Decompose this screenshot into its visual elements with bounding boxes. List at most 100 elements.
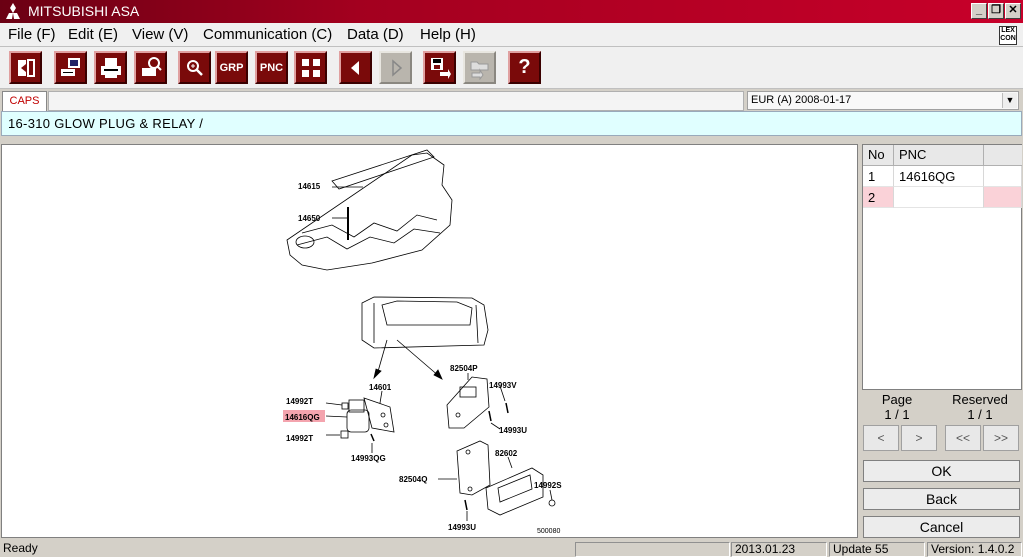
label-14616QG[interactable]: 14616QG — [285, 413, 320, 422]
grid-view-button[interactable] — [294, 51, 327, 84]
row-pnc — [894, 187, 984, 208]
print-screen-button[interactable] — [54, 51, 87, 84]
arrow-head-left — [373, 368, 382, 380]
label-14993U-a[interactable]: 14993U — [499, 426, 527, 435]
print-preview-icon — [141, 56, 162, 76]
menu-file[interactable]: File (F) — [8, 26, 56, 43]
prev-page-button[interactable]: < — [863, 425, 899, 451]
bracket-82504Q-bolt — [467, 486, 473, 492]
close-button[interactable]: ✕ — [1005, 3, 1021, 19]
print-preview-button[interactable] — [134, 51, 167, 84]
label-14615[interactable]: 14615 — [298, 182, 321, 191]
print-button[interactable] — [94, 51, 127, 84]
row-pnc: 14616QG — [894, 166, 984, 187]
save-to-list-button[interactable] — [423, 51, 456, 84]
chevron-down-icon[interactable]: ▼ — [1002, 93, 1017, 108]
column-header-pnc[interactable]: PNC — [894, 145, 984, 166]
relay-bracket-14601 — [363, 397, 395, 433]
restore-button[interactable]: ❐ — [988, 3, 1004, 19]
page-label: Page — [881, 392, 913, 407]
exit-button[interactable] — [9, 51, 42, 84]
pnc-panel: No PNC 1 14616QG 2 Page 1 / 1 Reserved 1… — [861, 144, 1022, 538]
ok-button[interactable]: OK — [863, 460, 1020, 482]
engine-port — [295, 235, 315, 249]
label-14993U-b[interactable]: 14993U — [448, 523, 476, 532]
tab-row: CAPS EUR (A) 2008-01-17 ▼ — [0, 90, 1023, 111]
row-no: 2 — [863, 187, 894, 208]
leader-14601 — [379, 390, 383, 404]
nut-14992T-a — [341, 402, 349, 410]
menu-help[interactable]: Help (H) — [420, 26, 476, 43]
label-14992T-b[interactable]: 14992T — [286, 434, 313, 443]
vehicle-arrow-right — [396, 339, 441, 378]
grid-icon — [301, 58, 320, 77]
menu-communication[interactable]: Communication (C) — [203, 26, 333, 43]
label-14992T-a[interactable]: 14992T — [286, 397, 313, 406]
back-button[interactable]: Back — [863, 488, 1020, 510]
group-path-text: 16-310 GLOW PLUG & RELAY / — [8, 116, 204, 131]
glow-plug-harness-bar — [331, 149, 435, 190]
first-page-button[interactable]: << — [945, 425, 981, 451]
column-header-no[interactable]: No — [863, 145, 894, 166]
vehicle-roof — [381, 300, 473, 326]
last-page-button[interactable]: >> — [983, 425, 1019, 451]
row-extra — [984, 187, 1022, 208]
menu-view[interactable]: View (V) — [132, 26, 189, 43]
folder-import-icon — [470, 61, 488, 80]
nut-14992T-b — [340, 430, 349, 439]
menu-data[interactable]: Data (D) — [347, 26, 404, 43]
label-14650[interactable]: 14650 — [298, 214, 321, 223]
label-14992S[interactable]: 14992S — [534, 481, 562, 490]
bolt-14993U-a — [488, 410, 492, 422]
floppy-export-icon — [430, 57, 451, 79]
engine-outline — [286, 152, 453, 271]
leader-14993V — [499, 385, 506, 402]
control-unit-label — [497, 474, 533, 503]
label-14993V[interactable]: 14993V — [489, 381, 517, 390]
bolt-14993V — [505, 402, 509, 414]
toolbar: GRP PNC ? — [0, 47, 1023, 89]
status-empty-pane — [575, 542, 730, 557]
highlight-14616QG[interactable] — [283, 410, 325, 422]
status-text: Ready — [3, 541, 38, 555]
load-list-button[interactable] — [463, 51, 496, 84]
status-bar: Ready 2013.01.23 Update 55 Version: 1.4.… — [0, 541, 1023, 557]
menu-edit[interactable]: Edit (E) — [68, 26, 119, 43]
bolt-14993U-b — [464, 499, 468, 511]
pnc-table: No PNC 1 14616QG 2 — [862, 144, 1022, 390]
arrow-head-right — [433, 369, 443, 380]
cancel-button[interactable]: Cancel — [863, 516, 1020, 538]
label-82602[interactable]: 82602 — [495, 449, 518, 458]
region-date-select[interactable]: EUR (A) 2008-01-17 ▼ — [747, 91, 1019, 110]
zoom-button[interactable] — [178, 51, 211, 84]
pnc-search-button[interactable]: PNC — [255, 51, 288, 84]
reserved-value: 1 / 1 — [967, 407, 993, 422]
tab-caps[interactable]: CAPS — [2, 91, 47, 111]
label-14601[interactable]: 14601 — [369, 383, 392, 392]
minimize-button[interactable]: _ — [971, 3, 987, 19]
next-page-button[interactable]: > — [901, 425, 937, 451]
engine-ridge-2 — [296, 228, 441, 250]
row-extra — [984, 166, 1022, 187]
leader-14992S — [549, 489, 553, 501]
label-14993QG[interactable]: 14993QG — [351, 454, 386, 463]
region-date-value: EUR (A) 2008-01-17 — [751, 94, 852, 106]
help-button[interactable]: ? — [508, 51, 541, 84]
label-82504Q[interactable]: 82504Q — [399, 475, 427, 484]
glow-plug-relay — [346, 409, 370, 433]
mitsubishi-logo-icon — [6, 3, 20, 19]
page-value: 1 / 1 — [884, 407, 910, 422]
group-path-bar: 16-310 GLOW PLUG & RELAY / — [1, 111, 1022, 136]
nut-14992S — [548, 499, 556, 507]
label-82504P[interactable]: 82504P — [450, 364, 478, 373]
menu-bar: File (F) Edit (E) View (V) Communication… — [0, 23, 1023, 47]
group-search-button[interactable]: GRP — [215, 51, 248, 84]
bracket-82504P-bolt — [455, 412, 461, 418]
reserved-label: Reserved — [952, 392, 1008, 407]
parts-illustration[interactable]: 14615 14650 14601 82504P 14993V 14992T 1… — [1, 144, 858, 538]
next-button[interactable] — [379, 51, 412, 84]
vehicle-arrow-left — [376, 339, 388, 376]
previous-button[interactable] — [339, 51, 372, 84]
control-unit-82602 — [485, 467, 544, 516]
